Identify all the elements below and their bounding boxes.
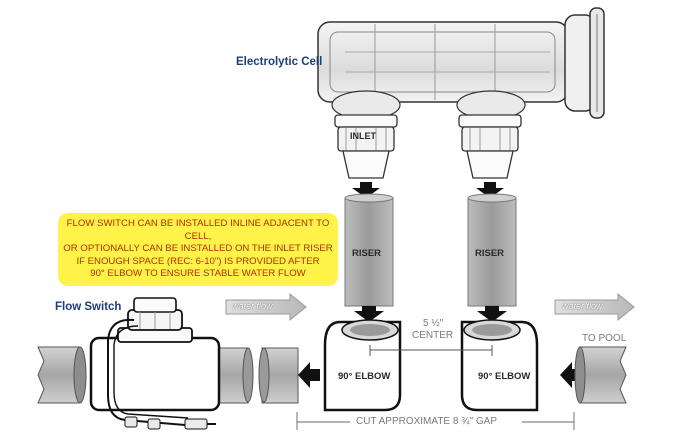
note-line: IF ENOUGH SPACE (REC: 6-10") IS PROVIDED… (76, 255, 320, 267)
water-flow-right-label: water flow (562, 301, 603, 311)
water-flow-arrow-right (554, 292, 635, 322)
flow-switch-label: Flow Switch (55, 301, 122, 313)
electrolytic-cell-label: Electrolytic Cell (236, 56, 323, 68)
center-dimension (369, 345, 493, 356)
inlet-union (334, 114, 398, 179)
gap-label: CUT APPROXIMATE 8 ¾" GAP (356, 416, 497, 427)
note-line: OR OPTIONALLY CAN BE INSTALLED ON THE IN… (63, 243, 333, 254)
riser-right-label: RISER (475, 248, 505, 259)
inlet-label: INLET (350, 131, 376, 141)
outlet-union (458, 114, 522, 179)
riser-left-label: RISER (352, 248, 382, 259)
elbow-left (323, 319, 402, 412)
left-arrow-icon (560, 362, 582, 388)
elbow-right (460, 319, 539, 412)
elbow-left-label: 90° ELBOW (338, 371, 391, 382)
down-arrow-icon (354, 306, 384, 322)
center-dimension-value: 5 ½" (423, 318, 444, 329)
down-arrow-icon (476, 182, 504, 198)
flow-switch (89, 297, 221, 430)
left-arrow-icon (298, 362, 320, 388)
water-flow-arrow-left (225, 292, 307, 322)
to-pool-label: TO POOL (582, 333, 627, 344)
down-arrow-icon (352, 182, 380, 198)
riser-pipe-right (467, 197, 517, 307)
note-line: 90° ELBOW TO ENSURE STABLE WATER FLOW (90, 268, 306, 279)
water-flow-left-label: water flow (232, 301, 273, 311)
riser-pipe-left (344, 197, 394, 307)
electrolytic-cell (317, 7, 605, 120)
elbow-right-label: 90° ELBOW (478, 371, 531, 382)
installation-note: FLOW SWITCH CAN BE INSTALLED INLINE ADJA… (58, 213, 338, 286)
note-line: FLOW SWITCH CAN BE INSTALLED INLINE ADJA… (66, 218, 330, 242)
down-arrow-icon (477, 306, 507, 322)
gap-dimension (296, 412, 575, 430)
pipe-to-pool (579, 346, 627, 404)
center-dimension-label: CENTER (412, 330, 454, 341)
